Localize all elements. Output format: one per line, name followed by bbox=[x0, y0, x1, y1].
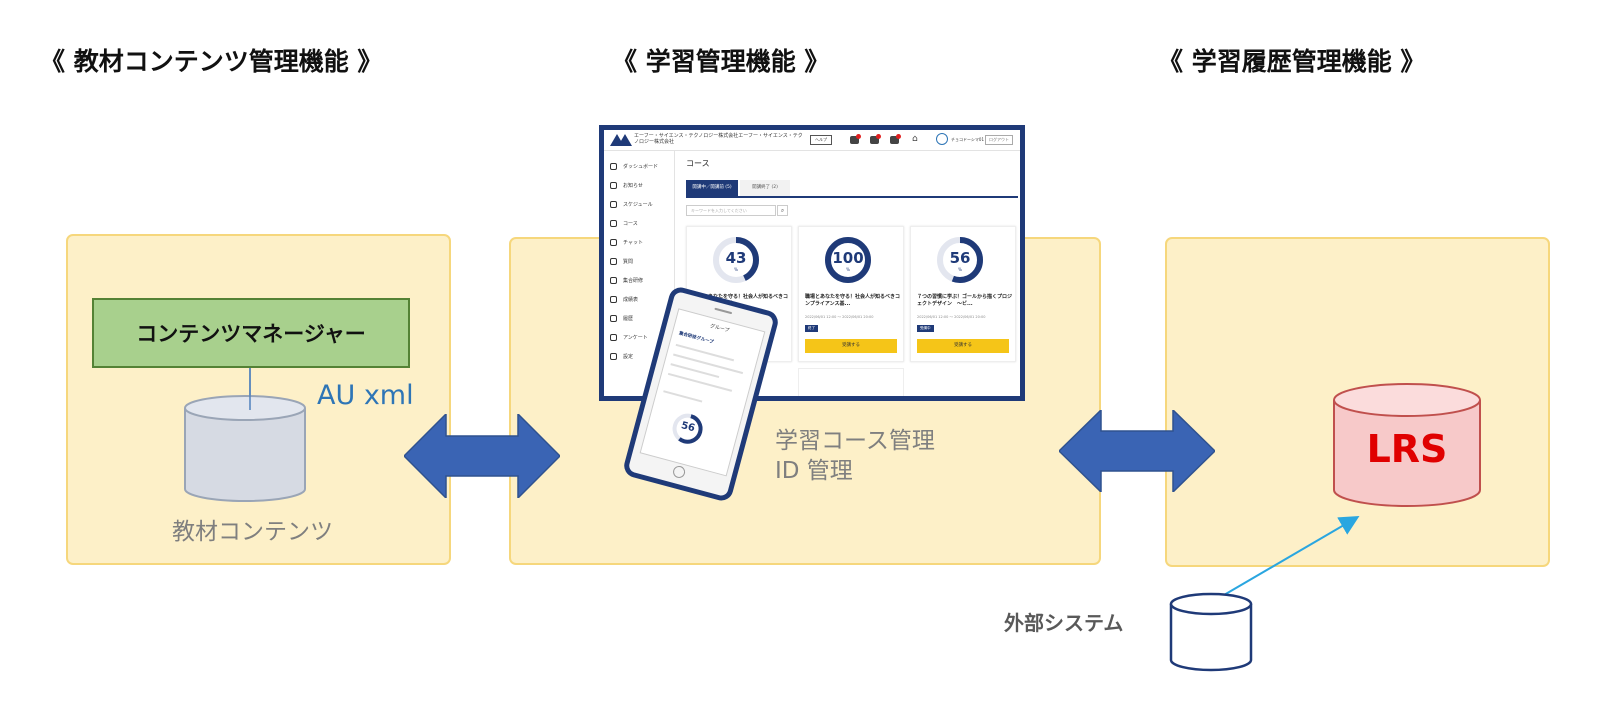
sidebar-item-chat[interactable]: チャット bbox=[610, 239, 643, 246]
progress-percent: 56 bbox=[949, 249, 971, 267]
progress-percent: 100 bbox=[832, 249, 864, 267]
content-manager-box: コンテンツマネージャー bbox=[92, 298, 410, 368]
content-manager-label: コンテンツマネージャー bbox=[136, 322, 366, 346]
tab-underline bbox=[686, 196, 1018, 198]
notification-icon[interactable] bbox=[850, 134, 861, 144]
sidebar-item-settings[interactable]: 設定 bbox=[610, 353, 633, 360]
content-database bbox=[184, 368, 306, 502]
keyword-search-input[interactable]: キーワードを入力してください bbox=[686, 205, 776, 216]
center-description: 学習コース管理 ID 管理 bbox=[775, 426, 935, 486]
phone-progress-ring bbox=[672, 413, 703, 444]
percent-sign: % bbox=[734, 267, 738, 272]
company-logo-icon bbox=[610, 134, 632, 146]
external-system-label: 外部システム bbox=[1004, 611, 1124, 635]
sidebar-item-course[interactable]: コース bbox=[610, 220, 638, 227]
sidebar-item-history[interactable]: 履歴 bbox=[610, 315, 633, 322]
lrs-label: LRS bbox=[1366, 427, 1448, 471]
smartphone-mockup: グループ 集合研修グループ 56 bbox=[621, 284, 781, 504]
double-arrow-right bbox=[1059, 410, 1215, 492]
megaphone-icon bbox=[610, 182, 617, 189]
heading-history-management: 《 学習履歴管理機能 》 bbox=[1158, 47, 1426, 76]
progress-ring bbox=[937, 237, 983, 283]
course-management-label: 学習コース管理 bbox=[775, 428, 935, 454]
course-card-partial bbox=[798, 368, 904, 396]
chat-icon bbox=[610, 239, 617, 246]
progress-percent: 43 bbox=[725, 249, 747, 267]
external-system-database bbox=[1169, 592, 1253, 672]
percent-sign: % bbox=[846, 267, 850, 272]
building-icon bbox=[610, 277, 617, 284]
take-course-button[interactable]: 受講する bbox=[917, 339, 1009, 353]
phone-home-button bbox=[671, 464, 687, 480]
history-icon bbox=[610, 315, 617, 322]
lms-sidebar: ダッシュボード お知らせ スケジュール コース チャット 質問 集合研修 成績表… bbox=[604, 151, 675, 396]
group-name: 集合研修グループ bbox=[678, 331, 715, 346]
help-button[interactable]: ヘルプ bbox=[810, 135, 832, 145]
course-title: 職場とあなたを守る！社会人が知るべきコンプライアンス基... bbox=[805, 294, 901, 307]
percent-sign: % bbox=[958, 267, 962, 272]
id-management-label: ID 管理 bbox=[775, 458, 853, 484]
course-period: 2022/06/01 12:00 〜 2022/06/01 20:00 bbox=[917, 315, 986, 319]
au-xml-label: AU xml bbox=[317, 380, 414, 411]
phone-speaker bbox=[714, 307, 733, 315]
status-badge: 受講中 bbox=[917, 325, 934, 332]
org-name: エーフー・サイエンス・テクノロジー株式会社エーフー・サイエンス・テクノロジー株式… bbox=[634, 133, 803, 145]
avatar[interactable] bbox=[936, 133, 948, 145]
sidebar-item-dashboard[interactable]: ダッシュボード bbox=[610, 163, 658, 170]
settings-icon bbox=[610, 353, 617, 360]
sidebar-item-question[interactable]: 質問 bbox=[610, 258, 633, 265]
heading-learning-management: 《 学習管理機能 》 bbox=[612, 47, 830, 76]
progress-ring bbox=[825, 237, 871, 283]
text-line bbox=[667, 372, 733, 392]
sidebar-item-schedule[interactable]: スケジュール bbox=[610, 201, 653, 208]
double-arrow-left bbox=[404, 414, 560, 498]
survey-icon bbox=[610, 334, 617, 341]
tab-ongoing[interactable]: 開講中／開講前 (5) bbox=[686, 180, 738, 196]
sidebar-item-news[interactable]: お知らせ bbox=[610, 182, 643, 189]
course-icon bbox=[610, 220, 617, 227]
question-icon bbox=[610, 258, 617, 265]
lms-screenshot: エーフー・サイエンス・テクノロジー株式会社エーフー・サイエンス・テクノロジー株式… bbox=[599, 125, 1025, 401]
text-line bbox=[673, 353, 744, 375]
status-badge: 終了 bbox=[805, 325, 818, 332]
message-icon[interactable] bbox=[870, 134, 881, 144]
lrs-database bbox=[1333, 383, 1481, 507]
report-icon bbox=[610, 296, 617, 303]
take-course-button[interactable]: 受講する bbox=[805, 339, 897, 353]
tab-finished[interactable]: 開講終了 (2) bbox=[740, 180, 790, 196]
page-title: コース bbox=[686, 159, 710, 168]
content-db-label: 教材コンテンツ bbox=[172, 519, 333, 545]
phone-screen: グループ 集合研修グループ 56 bbox=[639, 308, 766, 477]
progress-ring bbox=[713, 237, 759, 283]
logout-button[interactable]: ログアウト bbox=[985, 135, 1013, 145]
sidebar-item-training[interactable]: 集合研修 bbox=[610, 277, 643, 284]
home-icon[interactable]: ⌂ bbox=[912, 134, 918, 144]
heading-content-management: 《 教材コンテンツ管理機能 》 bbox=[40, 47, 383, 76]
course-title: ７つの習慣に学ぶ！ゴールから描くプロジェクトデザイン ～ビ... bbox=[917, 294, 1013, 307]
sidebar-item-survey[interactable]: アンケート bbox=[610, 334, 648, 341]
external-to-lrs-arrow bbox=[1211, 515, 1360, 603]
dashboard-icon bbox=[610, 163, 617, 170]
course-period: 2022/06/01 12:00 〜 2022/06/01 20:00 bbox=[805, 315, 874, 319]
course-card[interactable]: 56 % ７つの習慣に学ぶ！ゴールから描くプロジェクトデザイン ～ビ... 20… bbox=[910, 226, 1016, 362]
username: チョコドーシマ01 bbox=[951, 137, 985, 142]
course-card[interactable]: 100 % 職場とあなたを守る！社会人が知るべきコンプライアンス基... 202… bbox=[798, 226, 904, 362]
alert-icon[interactable] bbox=[890, 134, 901, 144]
lms-topbar: エーフー・サイエンス・テクノロジー株式会社エーフー・サイエンス・テクノロジー株式… bbox=[604, 130, 1020, 151]
text-line bbox=[663, 390, 703, 403]
calendar-icon bbox=[610, 201, 617, 208]
sidebar-item-grades[interactable]: 成績表 bbox=[610, 296, 638, 303]
search-icon[interactable]: ⌕ bbox=[777, 205, 788, 216]
